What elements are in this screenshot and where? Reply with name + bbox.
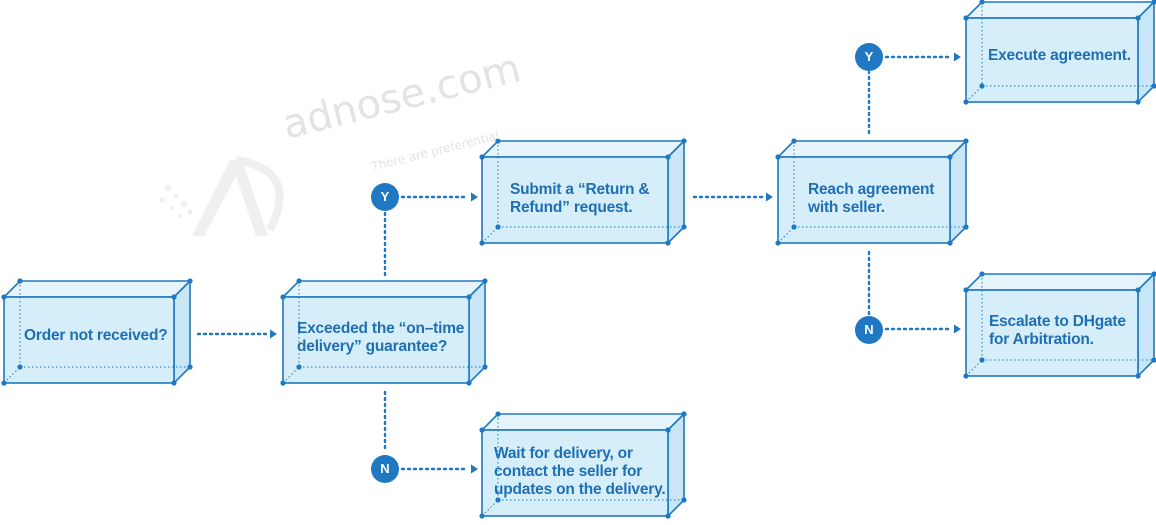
reach-line-1: Reach agreement bbox=[808, 181, 935, 198]
exceeded-guarantee-box bbox=[280, 278, 488, 386]
box-reach-agreement: Reach agreement with seller. bbox=[808, 181, 934, 217]
badge-no-escalate: N bbox=[864, 322, 874, 337]
box-exceeded-guarantee: Exceeded the “on–time delivery” guarante… bbox=[297, 320, 464, 356]
exceeded-guarantee-line-1: Exceeded the “on–time bbox=[297, 320, 465, 337]
arrow-yes-to-submit bbox=[471, 192, 478, 202]
execute-agreement-box bbox=[963, 0, 1156, 105]
arrow-no-to-wait bbox=[471, 464, 478, 474]
watermark-logo bbox=[159, 156, 284, 236]
execute-label: Execute agreement. bbox=[988, 47, 1131, 64]
submit-return-refund-box bbox=[479, 138, 687, 246]
badge-no-wait-circle bbox=[371, 455, 399, 483]
badge-yes-execute: Y bbox=[864, 49, 874, 64]
badge-no-wait: N bbox=[380, 461, 390, 476]
box-wait-for-delivery: Wait for delivery, or contact the seller… bbox=[494, 445, 666, 499]
arrow-no-to-escalate bbox=[954, 324, 961, 334]
reach-agreement-box bbox=[775, 138, 969, 246]
box-order-not-received: Order not received? bbox=[24, 327, 168, 345]
box-escalate-arbitration: Escalate to DHgate for Arbitration. bbox=[989, 313, 1126, 349]
box-execute-agreement: Execute agreement. bbox=[988, 47, 1131, 65]
submit-line-2: Refund” request. bbox=[510, 199, 633, 216]
exceeded-guarantee-line-2: delivery” guarantee? bbox=[297, 338, 448, 355]
wait-line-3: updates on the delivery. bbox=[494, 481, 666, 498]
wait-line-1: Wait for delivery, or bbox=[494, 445, 633, 462]
escalate-arbitration-box bbox=[963, 271, 1156, 379]
box-submit-return-refund: Submit a “Return & Refund” request. bbox=[510, 181, 650, 217]
order-not-received-label: Order not received? bbox=[24, 327, 168, 344]
arrow-order-to-exceeded bbox=[270, 329, 277, 339]
badge-yes-execute-circle bbox=[855, 43, 883, 71]
order-not-received-box bbox=[1, 278, 193, 386]
escalate-line-1: Escalate to DHgate bbox=[989, 313, 1126, 330]
wait-for-delivery-box bbox=[479, 411, 687, 519]
badge-yes-submit: Y bbox=[380, 189, 390, 204]
wait-line-2: contact the seller for bbox=[494, 463, 643, 480]
reach-line-2: with seller. bbox=[808, 199, 885, 216]
badge-yes-submit-circle bbox=[371, 183, 399, 211]
submit-line-1: Submit a “Return & bbox=[510, 181, 650, 198]
arrow-submit-to-reach bbox=[766, 192, 773, 202]
escalate-line-2: for Arbitration. bbox=[989, 331, 1094, 348]
arrow-yes-to-execute bbox=[954, 52, 961, 62]
badge-no-escalate-circle bbox=[855, 316, 883, 344]
